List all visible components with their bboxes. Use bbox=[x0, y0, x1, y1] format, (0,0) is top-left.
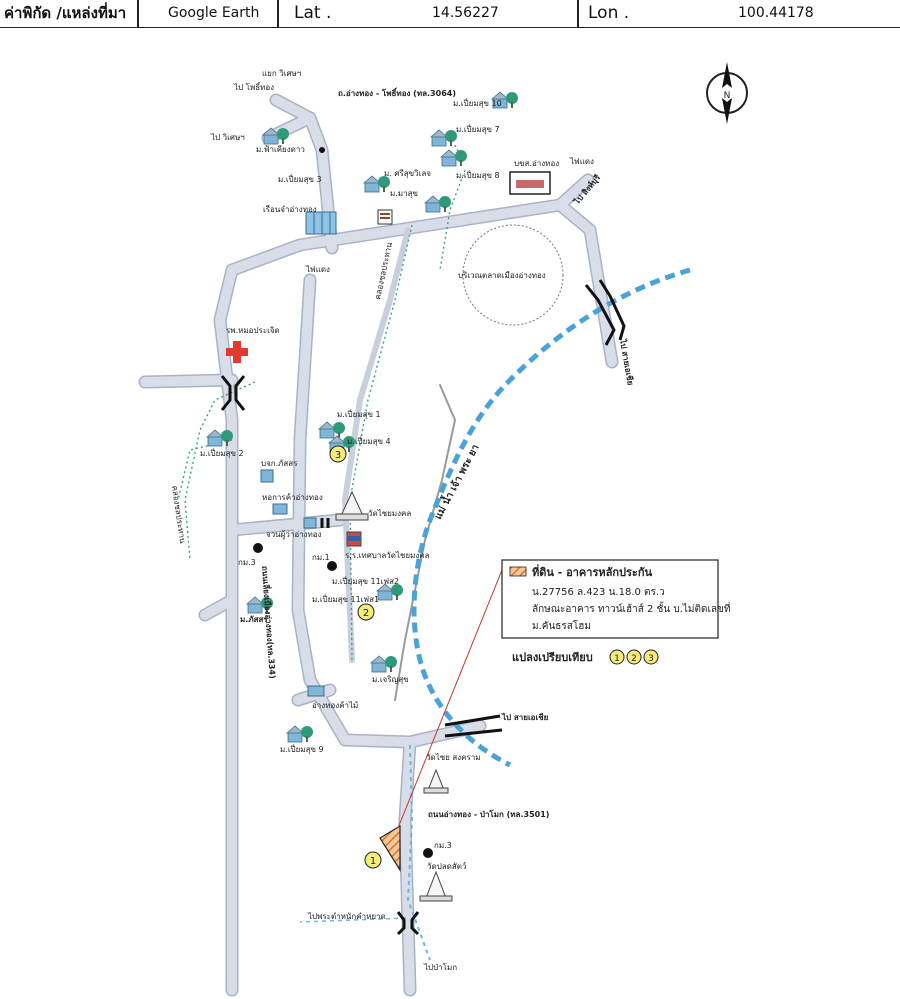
label-mb-2: ม.เปี่ยมสุข 2 bbox=[200, 447, 244, 458]
comparison-legend: แปลงเปรียบเทียบ 1 2 3 bbox=[512, 649, 659, 665]
comp3-number: 3 bbox=[335, 450, 341, 461]
label-wat-pathumsat: วัดปลดสัตว์ bbox=[427, 861, 466, 871]
label-jct-wisetchai: แยก วิเศษฯ bbox=[262, 69, 301, 78]
label-mb-9: ม.เปี่ยมสุข 9 bbox=[280, 743, 324, 754]
school-flag-icon bbox=[346, 531, 362, 547]
house-icon bbox=[430, 129, 458, 147]
bridges bbox=[220, 279, 626, 936]
coordinate-header: ค่าพิกัด /แหล่งที่มา Google Earth Lat . … bbox=[0, 0, 900, 28]
header-divider bbox=[137, 0, 139, 28]
label-road-3501: ถนนอ่างทอง - ป่าโมก (ทล.3501) bbox=[428, 809, 549, 819]
label-market-area: บริเวณตลาดเมืองอ่างทอง bbox=[458, 271, 546, 280]
subject-marker: 1 bbox=[364, 851, 382, 869]
label-angthong-wood: อ่างทองค้าไม้ bbox=[312, 701, 358, 710]
legend-line1: น.27756 ล.423 น.18.0 ตร.ว bbox=[532, 587, 665, 598]
office-icon bbox=[260, 469, 325, 697]
label-to-chaiyo: ไป สายเอเชีย bbox=[618, 338, 636, 387]
house-icon bbox=[440, 149, 468, 167]
label-to-asia: ไป สายเอเชีย bbox=[501, 712, 549, 722]
label-mb-charoensuk: ม.เจริญสุข bbox=[372, 675, 409, 684]
compare-3: 3 bbox=[648, 654, 654, 664]
compare-2: 2 bbox=[631, 654, 637, 664]
header-divider bbox=[277, 0, 279, 28]
lon-value: 100.44178 bbox=[738, 5, 814, 21]
shop-icon bbox=[377, 209, 393, 225]
legend-pointer-line bbox=[397, 569, 503, 829]
label-mb-11-2: ม.เปี่ยมสุข 11เฟส2 bbox=[332, 575, 399, 586]
label-km1: กม.1 bbox=[312, 553, 330, 562]
label-bks: บขส.อ่างทอง bbox=[514, 159, 559, 168]
label-traffic-light-2: ไฟแดง bbox=[305, 265, 330, 274]
subject-number: 1 bbox=[370, 856, 376, 867]
label-mb-3: ม.เปี่ยมสุข 3 bbox=[278, 173, 322, 184]
chao-phraya-river bbox=[411, 267, 691, 768]
label-mb-11-1: ม.เปี่ยมสุข 11เฟส1 bbox=[312, 593, 379, 604]
river-branch bbox=[406, 744, 431, 961]
label-srisukwilet: ม. ศรีสุขวิเลจ bbox=[384, 169, 431, 178]
legend-box: ที่ดิน - อาคารหลักประกัน น.27756 ล.423 น… bbox=[501, 559, 730, 639]
legend-line2: ลักษณะอาคาร ทาวน์เฮ้าส์ 2 ชั้น บ.ไม่ติดเ… bbox=[532, 601, 730, 615]
label-bks-phatsorn: บจก.ภัสสร bbox=[261, 459, 298, 468]
label-mb-4: ม.เปี่ยมสุข 4 bbox=[347, 435, 391, 446]
label-km3-left: กม.3 bbox=[238, 558, 256, 567]
label-mb-8: ม.เปี่ยมสุข 8 bbox=[456, 169, 500, 180]
north-label: N bbox=[724, 91, 731, 101]
market-area-circle bbox=[462, 224, 564, 326]
north-arrow-icon: N bbox=[706, 62, 748, 124]
house-icon bbox=[376, 583, 404, 601]
house-icon bbox=[318, 421, 346, 439]
label-chamber: หอการค้าอ่างทอง bbox=[262, 493, 323, 502]
house-icon bbox=[286, 725, 314, 743]
canals bbox=[177, 144, 466, 661]
legend-title: ที่ดิน - อาคารหลักประกัน bbox=[532, 564, 652, 579]
label-to-photong: ไป โพธิ์ทอง bbox=[233, 81, 274, 92]
km-markers bbox=[253, 147, 433, 858]
source-value: Google Earth bbox=[168, 5, 260, 21]
river-branch bbox=[299, 917, 407, 923]
house-icon bbox=[363, 175, 391, 193]
comparison-marker-2: 2 bbox=[357, 603, 375, 621]
legend-line3: ม.คันธรสโฮม bbox=[532, 619, 591, 632]
label-road-3064: ถ.อ่างทอง - โพธิ์ทอง (ทล.3064) bbox=[338, 87, 456, 98]
bus-terminal-icon bbox=[509, 171, 551, 195]
house-icon bbox=[424, 195, 452, 213]
label-mb-10: ม.เปี่ยมสุข 10 bbox=[453, 97, 502, 108]
lat-value: 14.56227 bbox=[432, 5, 499, 21]
label-wat-chaisongkhram: วัดไชย สงคราม bbox=[426, 753, 481, 762]
label-prison: เรือนจำอ่างทอง bbox=[263, 205, 317, 214]
prison-icon bbox=[305, 211, 337, 235]
coord-label: ค่าพิกัด /แหล่งที่มา bbox=[4, 4, 127, 22]
label-school: ร.ร.เทศบาลวัดไชยมงคล bbox=[345, 551, 430, 560]
comparison-marker-3: 3 bbox=[329, 445, 347, 463]
house-icon bbox=[370, 655, 398, 673]
compare-1: 1 bbox=[614, 654, 620, 664]
label-to-pamok: ไปป่าโมก bbox=[423, 962, 457, 972]
temple-icon bbox=[335, 490, 453, 902]
label-canal: คลองชลประทาน bbox=[170, 485, 187, 544]
subject-parcel bbox=[379, 824, 401, 873]
lon-label: Lon . bbox=[588, 3, 630, 23]
label-governor: จวนผู้ว่าอ่างทอง bbox=[266, 530, 322, 540]
lat-label: Lat . bbox=[294, 3, 332, 23]
label-mb-7: ม.เปี่ยมสุข 7 bbox=[456, 123, 500, 134]
comp2-number: 2 bbox=[363, 608, 369, 619]
label-to-wisetchai: ไป วิเศษฯ bbox=[210, 133, 245, 142]
header-divider bbox=[577, 0, 579, 28]
label-to-palace: ไปพระตำหนักคำหยาด bbox=[307, 912, 386, 921]
compare-label: แปลงเปรียบเทียบ bbox=[512, 651, 593, 664]
label-mb-1: ม.เปี่ยมสุข 1 bbox=[337, 408, 381, 419]
label-mb-phatsorn: ม.ภัสสร bbox=[240, 615, 268, 624]
label-traffic-light-1: ไฟแดง bbox=[569, 157, 594, 166]
label-hospital: รพ.หมอประเจิด bbox=[226, 326, 280, 335]
label-masuk: ม.มาสุข bbox=[390, 189, 418, 198]
label-river: แม่ น้ำ เจ้า พระ ยา bbox=[430, 441, 481, 521]
hospital-icon bbox=[226, 341, 248, 363]
label-km3-bottom: กม.3 bbox=[434, 841, 452, 850]
label-mb-fakiangdao: ม.ฟ้าเคียงดาว bbox=[256, 145, 305, 154]
label-wat-chaimongkhon: วัดไชยมงคล bbox=[368, 509, 411, 518]
